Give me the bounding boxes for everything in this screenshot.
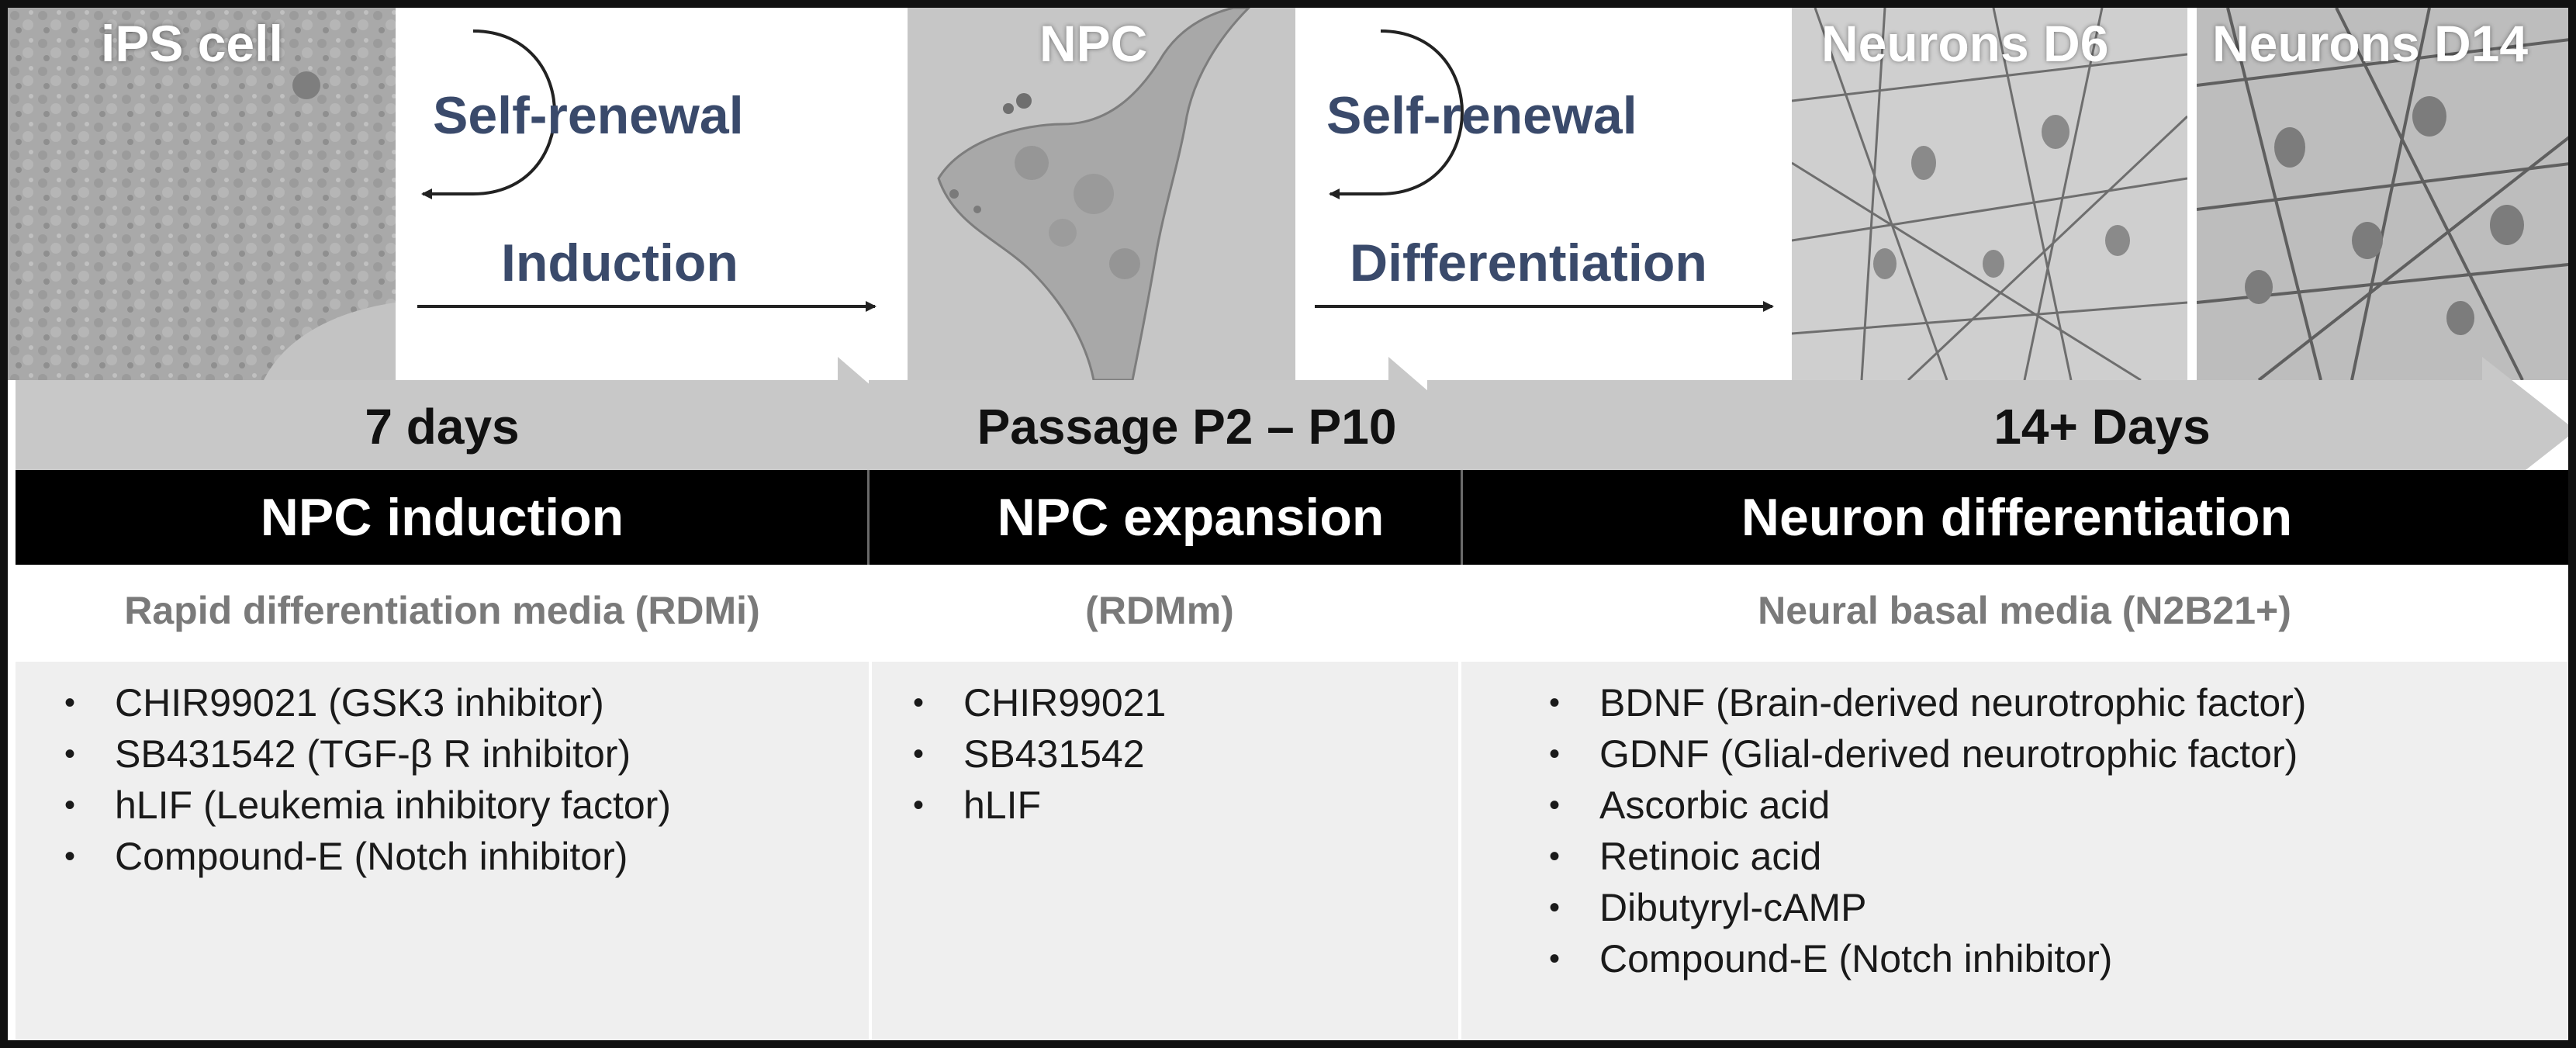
bullet-icon: • <box>912 788 924 822</box>
media-component-text: BDNF (Brain-derived neurotrophic factor) <box>1599 681 2307 725</box>
timeline-arrows <box>16 357 2568 504</box>
neurons-d14-label: Neurons D14 <box>2212 15 2529 72</box>
npc-induction-phase: NPC induction <box>260 488 624 547</box>
rdmi-list-panel: • CHIR99021 (GSK3 inhibitor) • SB431542 (TG… <box>16 662 869 1040</box>
bullet-icon: • <box>1548 686 1560 720</box>
bullet-icon: • <box>1548 891 1560 925</box>
self-renewal-label-1: Self-renewal <box>433 86 744 145</box>
n2b21-components-list: • BDNF (Brain-derived neurotrophic factor… <box>1539 677 2306 984</box>
media-component-text: GDNF (Glial-derived neurotrophic factor) <box>1599 732 2298 776</box>
media-component-item: • Dibutyryl-cAMP <box>1539 882 2306 933</box>
media-component-item: • SB431542 <box>903 728 1166 780</box>
media-component-item: • Ascorbic acid <box>1539 780 2306 831</box>
phase-divider-2 <box>1461 470 1463 565</box>
self-renewal-loop-2 <box>1329 29 1464 199</box>
self-renewal-loop-1 <box>421 29 556 199</box>
bullet-icon: • <box>912 686 924 720</box>
neurons-d6-label: Neurons D6 <box>1821 15 2109 72</box>
media-component-item: • CHIR99021 <box>903 677 1166 728</box>
media-component-text: Compound-E (Notch inhibitor) <box>1599 937 2113 981</box>
media-component-text: hLIF (Leukemia inhibitory factor) <box>115 783 671 827</box>
bullet-icon: • <box>64 839 75 873</box>
bullet-icon: • <box>1548 839 1560 873</box>
media-component-item: • CHIR99021 (GSK3 inhibitor) <box>54 677 671 728</box>
phase-bar: NPC induction NPC expansion Neuron diffe… <box>16 470 2568 565</box>
media-component-text: Compound-E (Notch inhibitor) <box>115 835 628 878</box>
bullet-icon: • <box>1548 942 1560 976</box>
media-component-item: • BDNF (Brain-derived neurotrophic factor… <box>1539 677 2306 728</box>
media-component-text: CHIR99021 <box>963 681 1167 725</box>
rdmm-components-list: • CHIR99021 • SB431542 • hLIF <box>903 677 1166 831</box>
process-arrows <box>417 29 1774 312</box>
differentiation-duration: 14+ Days <box>1993 399 2211 455</box>
media-component-text: SB431542 <box>963 732 1145 776</box>
n2b21-header: Neural basal media (N2B21+) <box>1758 589 2291 632</box>
media-section: Rapid differentiation media (RDMi) (RDMm… <box>16 565 2568 1040</box>
ips-cell-label: iPS cell <box>101 15 283 72</box>
npc-image: NPC <box>908 8 1295 380</box>
media-component-item: • Compound-E (Notch inhibitor) <box>1539 933 2306 984</box>
rdmi-header: Rapid differentiation media (RDMi) <box>124 589 760 632</box>
phase-divider-1 <box>867 470 870 565</box>
media-component-item: • GDNF (Glial-derived neurotrophic factor… <box>1539 728 2306 780</box>
media-component-item: • SB431542 (TGF-β R inhibitor) <box>54 728 671 780</box>
self-renewal-label-2: Self-renewal <box>1326 86 1637 145</box>
media-component-text: CHIR99021 (GSK3 inhibitor) <box>115 681 604 725</box>
bullet-icon: • <box>1548 788 1560 822</box>
differentiation-label: Differentiation <box>1350 233 1707 292</box>
media-component-item: • hLIF (Leukemia inhibitory factor) <box>54 780 671 831</box>
media-component-item: • Compound-E (Notch inhibitor) <box>54 831 671 882</box>
media-component-item: • Retinoic acid <box>1539 831 2306 882</box>
bullet-icon: • <box>64 737 75 771</box>
media-component-text: Retinoic acid <box>1599 835 1822 878</box>
media-component-text: hLIF <box>963 783 1042 827</box>
neuron-differentiation-phase: Neuron differentiation <box>1741 488 2293 547</box>
induction-label: Induction <box>501 233 738 292</box>
rdmm-header: (RDMm) <box>1085 589 1234 632</box>
bullet-icon: • <box>912 737 924 771</box>
induction-duration: 7 days <box>365 399 520 455</box>
media-component-text: SB431542 (TGF-β R inhibitor) <box>115 732 631 776</box>
differentiation-band-arrow <box>1427 357 2568 504</box>
neurons-d14-image: Neurons D14 <box>2197 8 2568 380</box>
bullet-icon: • <box>64 788 75 822</box>
rdmm-list-panel: • CHIR99021 • SB431542 • hLIF <box>872 662 1458 1040</box>
media-component-text: Ascorbic acid <box>1599 783 1831 827</box>
expansion-band-arrow <box>869 357 1474 504</box>
rdmi-components-list: • CHIR99021 (GSK3 inhibitor) • SB431542 (TG… <box>54 677 671 882</box>
n2b21-list-panel: • BDNF (Brain-derived neurotrophic factor… <box>1461 662 2568 1040</box>
expansion-duration: Passage P2 – P10 <box>977 399 1397 455</box>
media-component-item: • hLIF <box>903 780 1166 831</box>
bullet-icon: • <box>64 686 75 720</box>
neurons-d6-image: Neurons D6 <box>1792 8 2187 380</box>
bullet-icon: • <box>1548 737 1560 771</box>
npc-expansion-phase: NPC expansion <box>997 488 1385 547</box>
induction-band-arrow <box>16 357 923 504</box>
media-component-text: Dibutyryl-cAMP <box>1599 886 1867 929</box>
ips-cell-image: iPS cell <box>8 8 396 380</box>
npc-label: NPC <box>1039 15 1148 72</box>
